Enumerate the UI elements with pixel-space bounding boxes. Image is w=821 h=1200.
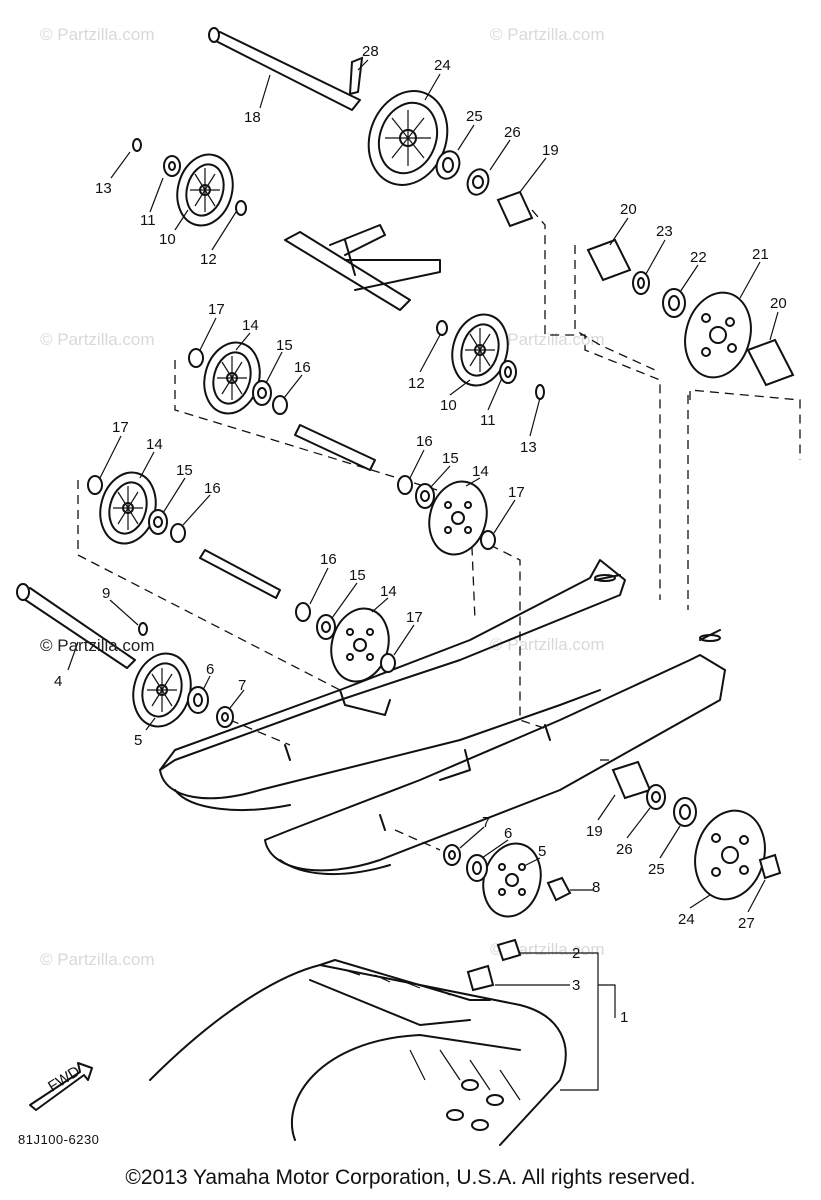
forward-arrow-icon: FWD [29, 1062, 93, 1111]
part-label: 24 [678, 911, 695, 928]
leader-lines [67, 59, 779, 1091]
drive-track [149, 959, 567, 1146]
watermark: © Partzilla.com [40, 330, 155, 349]
part-label: 14 [242, 317, 259, 334]
part-label: 16 [320, 551, 337, 568]
part-label: 7 [482, 814, 490, 831]
part-label: 6 [504, 825, 512, 842]
part-label: 11 [140, 212, 156, 229]
part-label: 3 [572, 977, 580, 994]
part-label: 2 [572, 945, 580, 962]
assembly-guide-lines [77, 209, 801, 851]
part-label: 9 [102, 585, 110, 602]
part-label: 12 [200, 251, 217, 268]
part-label: 28 [362, 43, 379, 60]
upper-pivot-arm [284, 224, 441, 311]
part-label: 20 [620, 201, 637, 218]
part-label: 4 [54, 673, 62, 690]
part-label: 8 [592, 879, 600, 896]
wheel-5-left [132, 652, 192, 728]
part-label: 15 [276, 337, 293, 354]
wheel-10-middle [451, 313, 509, 387]
part-label: 19 [542, 142, 559, 159]
wheels [99, 90, 766, 918]
part-label: 26 [504, 124, 521, 141]
part-label: 20 [770, 295, 787, 312]
part-label: 17 [112, 419, 129, 436]
part-label: 13 [95, 180, 112, 197]
part-label: 5 [134, 732, 142, 749]
part-label: 14 [472, 463, 489, 480]
part-label: 12 [408, 375, 425, 392]
part-label: 16 [416, 433, 433, 450]
wheel-21-right [684, 291, 752, 379]
drawing-code: 81J100-6230 [18, 1132, 100, 1147]
part-label: 25 [466, 108, 483, 125]
part-label: 17 [208, 301, 225, 318]
wheel-14-b [99, 471, 157, 545]
part-label: 17 [508, 484, 525, 501]
wheel-14-d [330, 607, 390, 683]
watermark: © Partzilla.com [490, 635, 605, 654]
part-label: 7 [238, 677, 246, 694]
part-label: 21 [752, 246, 769, 263]
part-label: 16 [204, 480, 221, 497]
part-label: 24 [434, 57, 451, 74]
copyright-notice: ©2013 Yamaha Motor Corporation, U.S.A. A… [125, 1166, 696, 1189]
part-label: 19 [586, 823, 603, 840]
part-label: 13 [520, 439, 537, 456]
wheel-14-c [428, 480, 488, 556]
suspension-rail-frame [159, 559, 726, 875]
part-label: 18 [244, 109, 261, 126]
part-label: 6 [206, 661, 214, 678]
part-label: 11 [480, 412, 496, 429]
part-number-labels: 28 24 18 25 26 19 13 11 10 12 20 23 22 2… [54, 43, 787, 1026]
part-label: 16 [294, 359, 311, 376]
part-label: 14 [380, 583, 397, 600]
part-label: 14 [146, 436, 163, 453]
watermark: © Partzilla.com [490, 25, 605, 44]
wheel-24-top [367, 90, 449, 186]
part-label: 15 [176, 462, 193, 479]
wheel-10-upper [176, 153, 234, 227]
part-label: 15 [442, 450, 459, 467]
part-label: 10 [159, 231, 176, 248]
watermark: © Partzilla.com [490, 330, 605, 349]
part-label: 15 [349, 567, 366, 584]
part-label: 25 [648, 861, 665, 878]
part-label: 1 [620, 1009, 628, 1026]
part-label: 10 [440, 397, 457, 414]
part-label: 17 [406, 609, 423, 626]
wheel-24-bottom [694, 809, 766, 901]
shafts [16, 27, 376, 669]
wheel-5-right [482, 842, 542, 918]
part-label: 5 [538, 843, 546, 860]
part-label: 26 [616, 841, 633, 858]
part-label: 27 [738, 915, 755, 932]
part-label: 23 [656, 223, 673, 240]
wheel-14-a [203, 341, 261, 415]
overlay-watermark: © Partzilla.com [40, 636, 155, 655]
watermark: © Partzilla.com [40, 950, 155, 969]
part-label: 22 [690, 249, 707, 266]
watermark: © Partzilla.com [40, 25, 155, 44]
